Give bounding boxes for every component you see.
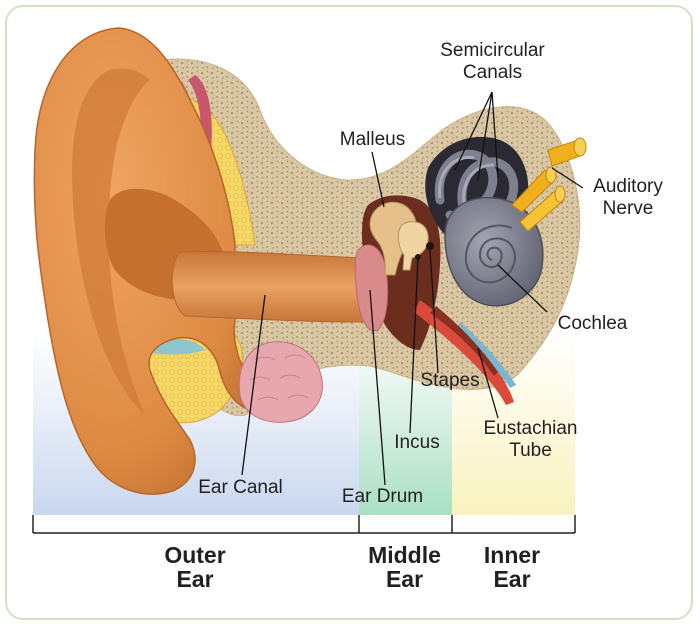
section-outer-ear: Outer Ear [130, 543, 260, 591]
ear-canal-tube [171, 251, 373, 323]
stapes-bone [426, 242, 434, 250]
section-bracket [32, 515, 576, 534]
section-inner-ear: Inner Ear [462, 543, 562, 591]
label-incus: Incus [394, 432, 440, 453]
label-eustachian-line1: Eustachian [483, 418, 578, 439]
label-eustachian-tube: Eustachian Tube [468, 418, 593, 462]
label-stapes: Stapes [420, 370, 480, 391]
section-middle-ear: Middle Ear [352, 543, 457, 591]
pinna-fold [72, 68, 150, 415]
cochlea-spiral [464, 224, 516, 284]
label-semicircular-line2: Canals [462, 62, 523, 83]
label-semicircular-canals: Semicircular Canals [420, 40, 565, 84]
label-malleus: Malleus [339, 129, 406, 150]
auditory-nerve-structure [511, 137, 587, 232]
eustachian-tube-band-blue [456, 322, 516, 388]
section-middle-line1: Middle [368, 542, 441, 568]
label-ear-canal: Ear Canal [198, 477, 283, 498]
ear-drum [354, 244, 389, 332]
cochlea-structure [444, 196, 544, 307]
label-cochlea: Cochlea [557, 313, 628, 334]
label-auditory-line2: Nerve [602, 198, 654, 219]
section-inner-line2: Ear [493, 566, 531, 592]
label-eustachian-line2: Tube [509, 440, 552, 461]
section-outer-line2: Ear [176, 566, 214, 592]
label-semicircular-line1: Semicircular [440, 40, 545, 61]
leader-lines [241, 91, 584, 486]
eustachian-tube-band [414, 300, 514, 405]
incus-bone [397, 221, 429, 271]
label-auditory-nerve: Auditory Nerve [578, 176, 678, 220]
ossicle-joint [415, 254, 421, 260]
gland [238, 341, 323, 423]
section-outer-line1: Outer [164, 542, 226, 568]
label-auditory-line1: Auditory [593, 176, 663, 197]
section-middle-line2: Ear [385, 566, 424, 592]
malleus-bone [369, 201, 417, 276]
section-inner-line1: Inner [483, 542, 541, 568]
label-ear-drum: Ear Drum [341, 486, 424, 507]
